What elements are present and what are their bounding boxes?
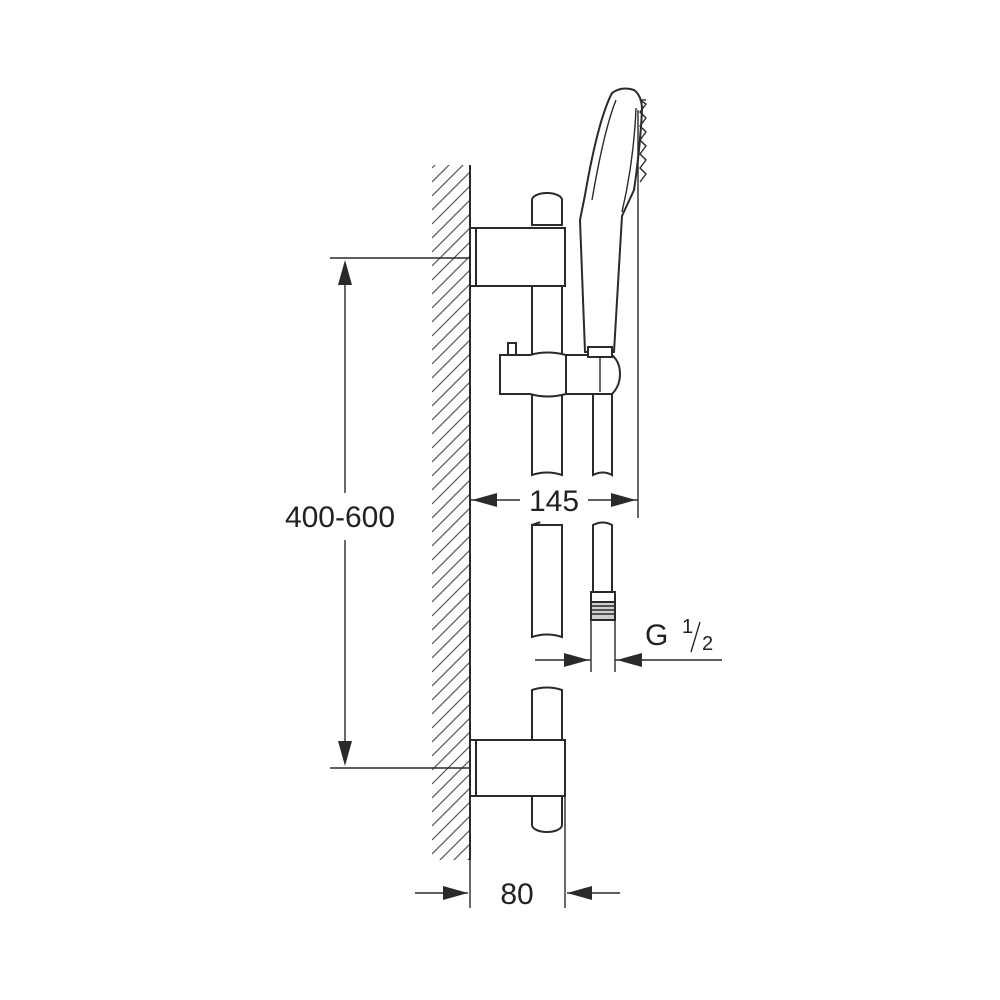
hatch-line [432, 367, 470, 407]
hatch-line [432, 759, 470, 799]
hatch-line [432, 591, 470, 631]
upper-bracket-body [469, 227, 566, 287]
hatch-line [432, 165, 436, 169]
arrow-left [617, 653, 642, 667]
hatch-line [432, 787, 470, 827]
hatch-line [432, 171, 470, 211]
hatch-line [432, 451, 470, 491]
hatch-line [432, 381, 470, 421]
hatch-line [432, 493, 470, 533]
wall [432, 165, 471, 860]
hatch-line [432, 241, 470, 281]
arrow-down [338, 741, 352, 766]
hose-upper-segment [592, 393, 613, 477]
lower-wall-bracket [469, 739, 566, 797]
wall-hatching [432, 165, 470, 860]
hatch-line [432, 165, 464, 197]
lower-bracket-body [469, 739, 566, 797]
wall-projection-label: 80 [500, 878, 533, 911]
thread-label: G [645, 619, 668, 652]
hatch-line [432, 437, 470, 477]
hatch-line [432, 661, 470, 701]
rail-bottom-cap [531, 794, 563, 833]
thread-denominator: 2 [702, 633, 713, 655]
hose-lower-segment [592, 521, 613, 593]
handshower-cradle [565, 354, 622, 395]
hatch-line [432, 227, 470, 267]
rail-top-cap [531, 192, 563, 226]
hand-shower [578, 87, 648, 358]
hand-shower-connector [587, 346, 613, 358]
rail-lower-segment [531, 521, 563, 639]
hatch-line [432, 465, 470, 505]
arrow-left [567, 886, 592, 900]
arrow-right [443, 886, 468, 900]
shower-rail [531, 192, 563, 833]
arrow-left [472, 493, 497, 507]
hatch-line [432, 297, 470, 337]
hatch-line [432, 395, 470, 435]
hatch-line [432, 213, 470, 253]
slider-body [499, 351, 567, 398]
dimension-shower-projection: 145 [470, 110, 639, 518]
hatch-line [432, 689, 470, 729]
hatch-line [432, 647, 470, 687]
dimension-bracket-spacing: 400-600 [285, 257, 470, 769]
dimension-thread-connection: G 1 2 [535, 616, 722, 672]
hatch-line [432, 563, 470, 603]
hatch-line [432, 549, 470, 589]
hatch-line [432, 703, 470, 743]
hatch-line [432, 325, 470, 365]
hatch-line [432, 619, 470, 659]
hatch-line [432, 605, 470, 645]
hand-shower-body [578, 87, 644, 353]
hatch-line [432, 353, 470, 393]
shower-hose [590, 393, 616, 621]
hatch-line [432, 773, 470, 813]
bracket-spacing-label: 400-600 [285, 501, 395, 534]
arrow-right [564, 653, 589, 667]
hatch-line [432, 339, 470, 379]
hatch-line [432, 675, 470, 715]
hatch-line [432, 731, 470, 771]
hatch-line [432, 535, 470, 575]
hatch-line [432, 479, 470, 519]
hose-nut [590, 591, 616, 603]
hatch-line [432, 165, 450, 183]
dimension-wall-projection: 80 [415, 796, 620, 911]
hatch-line [432, 199, 470, 239]
upper-wall-bracket [469, 227, 566, 287]
hatch-line [432, 801, 470, 841]
hatch-line [432, 255, 470, 295]
hatch-line [432, 745, 470, 785]
hatch-line [432, 283, 470, 323]
hatch-line [432, 507, 470, 547]
hatch-line [453, 843, 470, 860]
fraction-slash [690, 621, 701, 653]
hatch-line [432, 717, 470, 757]
hatch-line [432, 269, 470, 309]
hatch-line [432, 409, 470, 449]
hatch-line [432, 633, 470, 673]
hatch-line [432, 311, 470, 351]
hose-thread-connector [590, 601, 616, 621]
slider-holder [499, 342, 622, 398]
hatch-line [432, 423, 470, 463]
arrow-right [611, 493, 636, 507]
shower-projection-label: 145 [529, 485, 579, 518]
rail-upper-segment [531, 284, 563, 356]
rail-bottom-segment [531, 686, 563, 743]
rail-middle-segment [531, 389, 563, 477]
hatch-line [432, 521, 470, 561]
thread-numerator: 1 [682, 616, 693, 638]
hatch-line [432, 815, 470, 855]
arrow-up [338, 260, 352, 285]
hatch-line [432, 185, 470, 225]
hatch-line [432, 577, 470, 617]
hatch-line [439, 829, 470, 860]
